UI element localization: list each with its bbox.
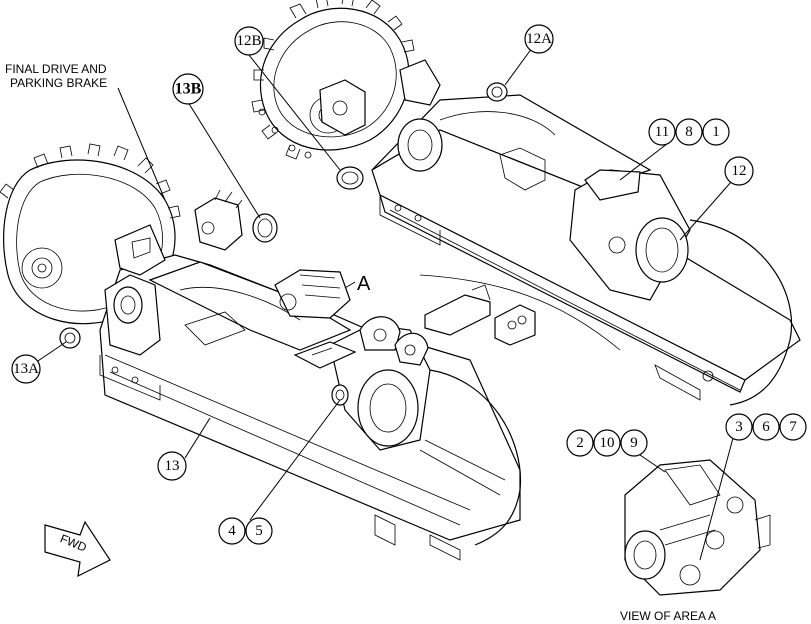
callout-7: 7 — [779, 413, 807, 441]
callout-5: 5 — [245, 517, 273, 545]
callout-13a: 13A — [11, 354, 41, 384]
callout-8: 8 — [675, 118, 703, 146]
front-roller-frame — [99, 224, 522, 561]
mounting-block — [424, 284, 491, 336]
svg-text:4: 4 — [228, 523, 236, 539]
rear-sprocket — [251, 0, 415, 160]
svg-text:13B: 13B — [175, 81, 202, 98]
svg-text:13A: 13A — [13, 361, 39, 377]
callout-13b: 13B — [172, 73, 204, 105]
final-drive-label-line1: FINAL DRIVE AND — [5, 62, 107, 76]
callout-4: 4 — [218, 517, 246, 545]
callout-12: 12 — [724, 156, 754, 186]
svg-text:11: 11 — [655, 124, 669, 140]
svg-text:3: 3 — [735, 419, 743, 435]
svg-text:8: 8 — [685, 124, 693, 140]
svg-text:12B: 12B — [236, 33, 261, 49]
svg-text:7: 7 — [789, 419, 797, 435]
rear-roller-frame — [371, 59, 801, 406]
callout-1: 1 — [702, 118, 730, 146]
callout-9: 9 — [620, 429, 648, 457]
bearing-ring-12b — [336, 166, 364, 190]
view-of-area-a-caption: VIEW OF AREA A — [620, 609, 716, 623]
view-a-assembly — [624, 459, 771, 596]
callout-2: 2 — [566, 429, 594, 457]
final-drive-label-line2: PARKING BRAKE — [10, 76, 107, 90]
svg-text:12: 12 — [732, 163, 747, 179]
area-a-valve — [274, 269, 351, 319]
bearing-ring-13b — [252, 213, 278, 243]
fwd-arrow — [44, 520, 111, 578]
svg-text:10: 10 — [600, 435, 615, 451]
svg-text:5: 5 — [255, 523, 263, 539]
bearing-ring-13a — [59, 327, 81, 349]
svg-text:13: 13 — [165, 458, 180, 474]
brake-assembly-rear — [319, 79, 366, 136]
valve-small — [494, 304, 536, 346]
svg-text:12A: 12A — [526, 31, 552, 47]
callout-12b: 12B — [234, 26, 264, 56]
callout-3: 3 — [725, 413, 753, 441]
callout-6: 6 — [752, 413, 780, 441]
callout-10: 10 — [593, 429, 621, 457]
svg-text:9: 9 — [630, 435, 638, 451]
callout-13: 13 — [157, 451, 187, 481]
callout-12a: 12A — [524, 24, 554, 54]
svg-text:1: 1 — [712, 124, 720, 140]
area-a-label: A — [357, 273, 371, 295]
svg-text:2: 2 — [576, 435, 584, 451]
callout-11: 11 — [648, 118, 676, 146]
bearing-ring-12a — [486, 82, 508, 102]
brake-assembly-front — [194, 189, 243, 251]
svg-text:6: 6 — [762, 419, 770, 435]
leader-lines — [25, 47, 734, 561]
